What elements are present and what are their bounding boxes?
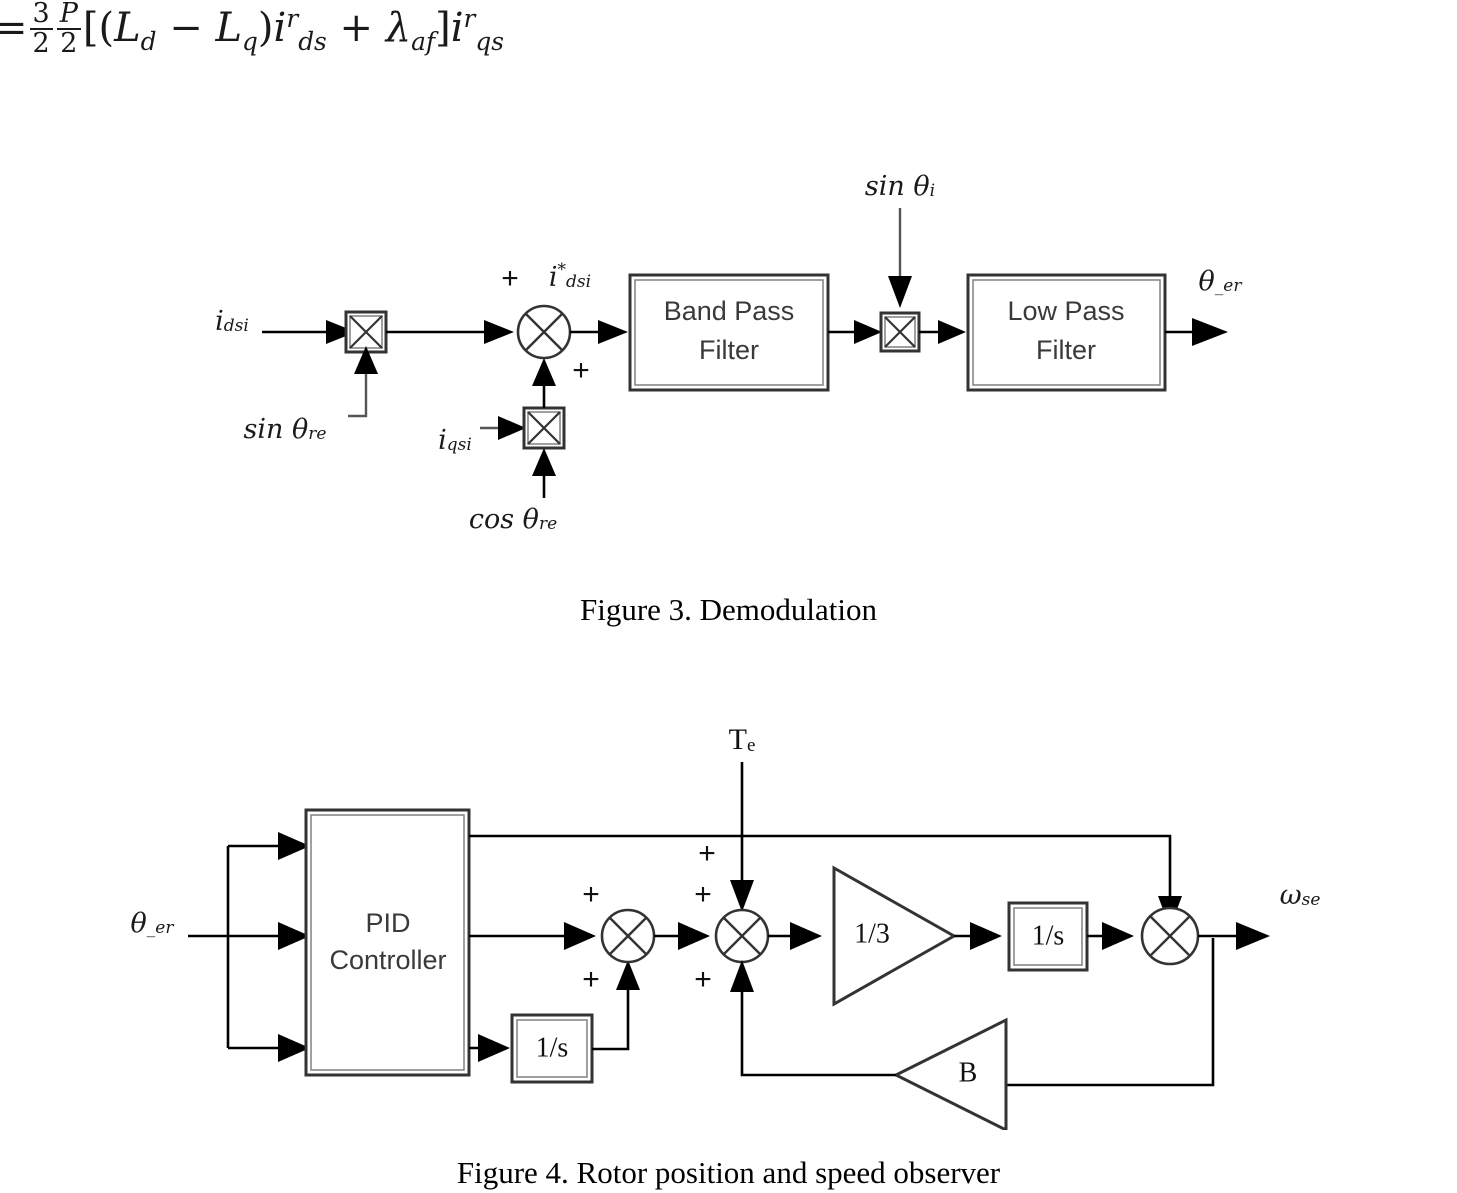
arrowhead-pid-to-sum1 bbox=[564, 922, 596, 950]
arrowhead-to-sum3 bbox=[1102, 922, 1134, 950]
term-ld: L bbox=[114, 5, 141, 52]
term-lq: L bbox=[215, 5, 243, 52]
label-i-star-dsi: i*dsi bbox=[549, 260, 591, 292]
summing-junction bbox=[516, 304, 572, 360]
fraction-numerator: 3 bbox=[32, 0, 50, 29]
arrowhead-input bbox=[326, 320, 356, 344]
multiplier-sin-thetai bbox=[879, 311, 921, 353]
sum1-sign-left: + bbox=[582, 878, 600, 911]
term-iqs-superscript: r bbox=[463, 3, 476, 33]
arrowhead-to-bpf bbox=[598, 320, 628, 344]
fraction-denominator: 2 bbox=[29, 28, 53, 58]
wire-integrator1-to-sum1 bbox=[592, 988, 630, 1051]
label-cos-theta-re: cos θre bbox=[469, 504, 557, 535]
arrowhead-output bbox=[1192, 318, 1228, 346]
wire-output-feedback-tap bbox=[1006, 938, 1215, 1087]
label-sin-theta-re: sin θre bbox=[244, 414, 327, 445]
arrowhead-to-sum bbox=[484, 320, 514, 344]
arrowhead-integrator1-up bbox=[616, 960, 640, 990]
wire-b-to-sum2 bbox=[740, 992, 896, 1077]
bracket-mid: ) bbox=[257, 5, 274, 52]
sum-sign-top: + bbox=[501, 262, 519, 295]
term-lq-subscript: q bbox=[242, 27, 258, 57]
arrowhead-pid-input-top bbox=[278, 832, 310, 860]
arrowhead-sum1-to-sum2 bbox=[678, 922, 710, 950]
figure-3-caption: Figure 3. Demodulation bbox=[579, 592, 878, 627]
fraction-numerator-p: P bbox=[59, 0, 78, 29]
gain-damping-b-label: B bbox=[959, 1057, 978, 1088]
integrator-block-1: 1/s bbox=[510, 1013, 594, 1084]
label-i-dsi-input: idsi bbox=[215, 306, 249, 337]
arrowhead-pid-input-bottom bbox=[278, 1034, 310, 1062]
label-omega-se-output: ωse bbox=[1280, 880, 1321, 911]
arrowhead-pid-input-mid bbox=[278, 922, 310, 950]
arrowhead-to-gain bbox=[790, 922, 822, 950]
term-lambda-subscript: af bbox=[411, 27, 436, 57]
operator-minus: − bbox=[169, 5, 203, 52]
arrowhead-sin-thetare bbox=[354, 346, 378, 374]
figure-3-demodulation-diagram: sin θre + + iqsi cos θre i*dsi bbox=[0, 150, 1457, 570]
arrowhead-sin-thetai bbox=[888, 276, 912, 308]
sum2-sign-left: + bbox=[694, 878, 712, 911]
low-pass-filter-label-line1: Low Pass bbox=[1007, 296, 1124, 326]
multiplier-cos-thetare bbox=[522, 406, 566, 450]
arrowhead-cos-thetare bbox=[532, 448, 556, 476]
pid-controller: PID Controller bbox=[304, 808, 471, 1077]
term-ids-subscript: ds bbox=[298, 27, 327, 57]
sum2-sign-bottom: + bbox=[694, 963, 712, 996]
figure-4-observer-diagram: θ_er PID Controller 1/s + + Te bbox=[0, 700, 1457, 1130]
equation-equals: = bbox=[0, 5, 28, 51]
label-theta-er-output: θ_er bbox=[1199, 266, 1243, 297]
wire-pid-top-feedforward bbox=[469, 834, 1172, 896]
arrowhead-to-lpf bbox=[938, 320, 966, 344]
bracket-open: [( bbox=[82, 5, 115, 52]
label-sin-theta-i: sin θi bbox=[865, 171, 935, 202]
arrowhead-to-multiplier3 bbox=[854, 320, 882, 344]
band-pass-filter-label-line1: Band Pass bbox=[664, 296, 795, 326]
term-iqs-subscript: qs bbox=[475, 27, 504, 57]
label-theta-er-input: θ_er bbox=[131, 908, 175, 939]
arrowhead-iqsi bbox=[498, 416, 526, 440]
summing-junction-2 bbox=[714, 908, 770, 964]
arrowhead-output-omega bbox=[1236, 922, 1270, 950]
bracket-close: ] bbox=[435, 5, 451, 52]
band-pass-filter: Band Pass Filter bbox=[628, 273, 830, 392]
pid-controller-label-line2: Controller bbox=[329, 945, 446, 975]
summing-junction-1 bbox=[600, 908, 656, 964]
term-ld-subscript: d bbox=[140, 27, 157, 57]
band-pass-filter-label-line2: Filter bbox=[699, 335, 759, 365]
gain-damping-b: B bbox=[892, 1017, 1008, 1130]
fraction-denominator-two: 2 bbox=[56, 28, 81, 58]
summing-junction-3 bbox=[1140, 906, 1200, 966]
arrowhead-pid-to-integrator1 bbox=[478, 1034, 510, 1062]
pid-controller-label-line1: PID bbox=[365, 908, 410, 938]
arrowhead-to-integrator2 bbox=[970, 922, 1002, 950]
low-pass-filter: Low Pass Filter bbox=[966, 273, 1167, 392]
sum1-sign-bottom: + bbox=[582, 963, 600, 996]
sum2-sign-top: + bbox=[698, 837, 716, 870]
integrator-block-1-label: 1/s bbox=[536, 1032, 569, 1063]
label-torque-te: Te bbox=[729, 723, 756, 756]
term-ids-superscript: r bbox=[286, 3, 299, 33]
sum-sign-bottom: + bbox=[572, 354, 590, 387]
label-i-qsi: iqsi bbox=[438, 425, 472, 456]
figure-4-caption: Figure 4. Rotor position and speed obser… bbox=[456, 1155, 1001, 1190]
operator-plus: + bbox=[339, 5, 374, 52]
gain-one-third-label: 1/3 bbox=[854, 918, 890, 949]
wire-sin-thetare-to-multiplier1 bbox=[348, 374, 368, 418]
integrator-block-2-label: 1/s bbox=[1032, 920, 1065, 951]
gain-one-third: 1/3 bbox=[832, 865, 958, 1007]
arrowhead-te-input bbox=[730, 880, 754, 912]
integrator-block-2: 1/s bbox=[1007, 901, 1089, 972]
low-pass-filter-label-line2: Filter bbox=[1036, 335, 1096, 365]
arrowhead-b-to-sum2 bbox=[730, 960, 754, 992]
term-iqs: i bbox=[450, 5, 464, 52]
arrowhead-multiplier2-up bbox=[532, 358, 556, 386]
term-ids: i bbox=[273, 5, 287, 52]
term-lambda: λ bbox=[385, 5, 412, 52]
